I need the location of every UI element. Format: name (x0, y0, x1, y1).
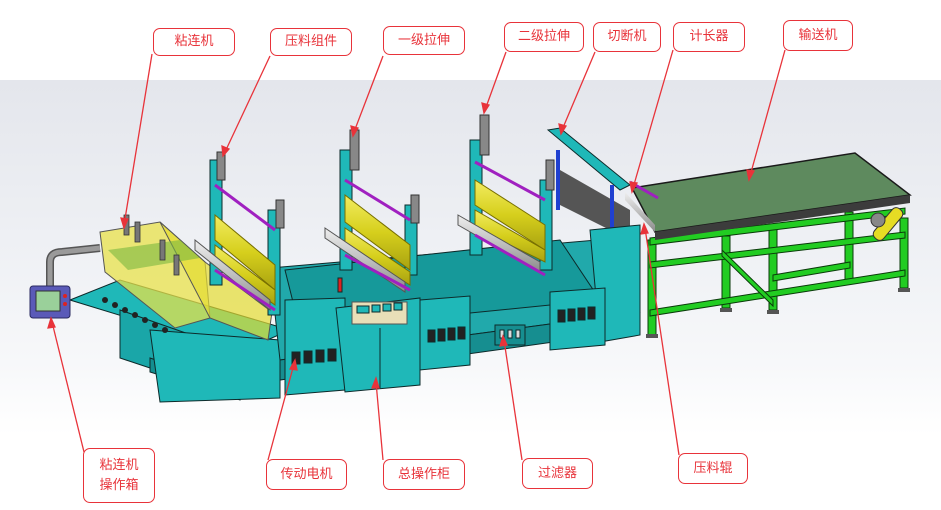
cylinder (173, 254, 180, 276)
leader-bonding-machine (123, 53, 153, 226)
air-cylinder (349, 129, 360, 171)
callout-text: 压料辊 (693, 460, 733, 476)
callout-bonding-machine: 粘连机 (153, 28, 235, 56)
callout-stage1-stretch: 一级拉伸 (383, 26, 465, 55)
arrowhead (558, 123, 568, 136)
callout-text: 粘连机 (174, 34, 214, 49)
arrowhead (640, 222, 649, 235)
arrowhead (629, 181, 639, 194)
bonding-control-box-unit (29, 244, 101, 319)
leader-stage1-stretch (353, 55, 384, 133)
callout-text: 二级拉伸 (517, 29, 570, 44)
foot (646, 334, 658, 338)
leader-cutter (561, 51, 596, 131)
conveyor-leg (899, 217, 909, 289)
callout-bonding-control-box: 粘连机 操作箱 (83, 448, 155, 503)
callout-text: 压料组件 (284, 34, 337, 49)
callout-stage2-stretch: 二级拉伸 (504, 22, 584, 52)
conveyor-rail (721, 248, 774, 308)
arrowhead (350, 125, 360, 138)
leader-conveyor (749, 49, 786, 177)
leader-stage2-stretch (484, 51, 507, 111)
conveyor-rail (649, 269, 906, 317)
callout-text: 传动电机 (280, 466, 333, 482)
air-cylinder (479, 114, 490, 156)
callout-text: 一级拉伸 (397, 32, 450, 48)
conveyor-belt-edge (655, 195, 910, 240)
foot (720, 308, 732, 312)
leader-bonding-control-box (51, 321, 85, 453)
air-cylinder (545, 159, 555, 191)
air-cylinder (275, 199, 285, 229)
arrowhead (371, 376, 380, 389)
callout-text: 过滤器 (537, 465, 577, 481)
callout-press-roller: 压料辊 (678, 453, 748, 484)
arrowhead (120, 217, 129, 230)
callout-drive-motor: 传动电机 (266, 459, 347, 490)
conveyor-motor (870, 212, 886, 228)
callout-text: 切断机 (607, 29, 647, 44)
callout-main-control-cabinet: 总操作柜 (383, 459, 465, 490)
stretch-station-2 (324, 129, 420, 293)
conveyor-machine (630, 152, 912, 338)
cabinets (284, 277, 606, 396)
leader-drive-motor (267, 363, 295, 461)
conveyor-leg (844, 211, 854, 281)
arrowhead (221, 144, 231, 158)
cylinder (134, 221, 141, 243)
callout-filter: 过滤器 (522, 458, 593, 489)
callout-leaders (47, 49, 786, 461)
hmi-screen (35, 290, 61, 312)
conveyor-rail (649, 231, 906, 269)
air-cylinder (410, 194, 420, 224)
callout-length-counter: 计长器 (673, 22, 745, 52)
leader-filter (503, 339, 523, 461)
arrowhead (499, 334, 508, 347)
stretch-station-3 (457, 114, 555, 277)
foot (767, 310, 779, 314)
callout-press-assembly: 压料组件 (270, 28, 352, 56)
arrowhead (288, 358, 298, 371)
leader-press-assembly (224, 55, 271, 153)
air-cylinder (216, 151, 226, 181)
callout-cutter: 切断机 (593, 22, 661, 52)
stretch-station-1 (194, 151, 285, 316)
callout-text: 粘连机 操作箱 (99, 457, 139, 493)
conveyor-rail (772, 261, 851, 282)
arrowhead (746, 169, 756, 182)
callout-conveyor: 输送机 (783, 20, 853, 51)
callout-text: 输送机 (798, 27, 838, 43)
callout-text: 计长器 (689, 29, 729, 44)
leader-length-counter (632, 49, 674, 189)
foot (898, 288, 910, 292)
leader-main-control-cabinet (375, 381, 384, 461)
arrowhead (47, 316, 56, 329)
arrowhead (481, 102, 491, 115)
callout-text: 总操作柜 (397, 466, 450, 482)
leader-press-roller (644, 227, 680, 456)
conveyor-rail (649, 207, 906, 246)
cylinder (159, 239, 166, 261)
